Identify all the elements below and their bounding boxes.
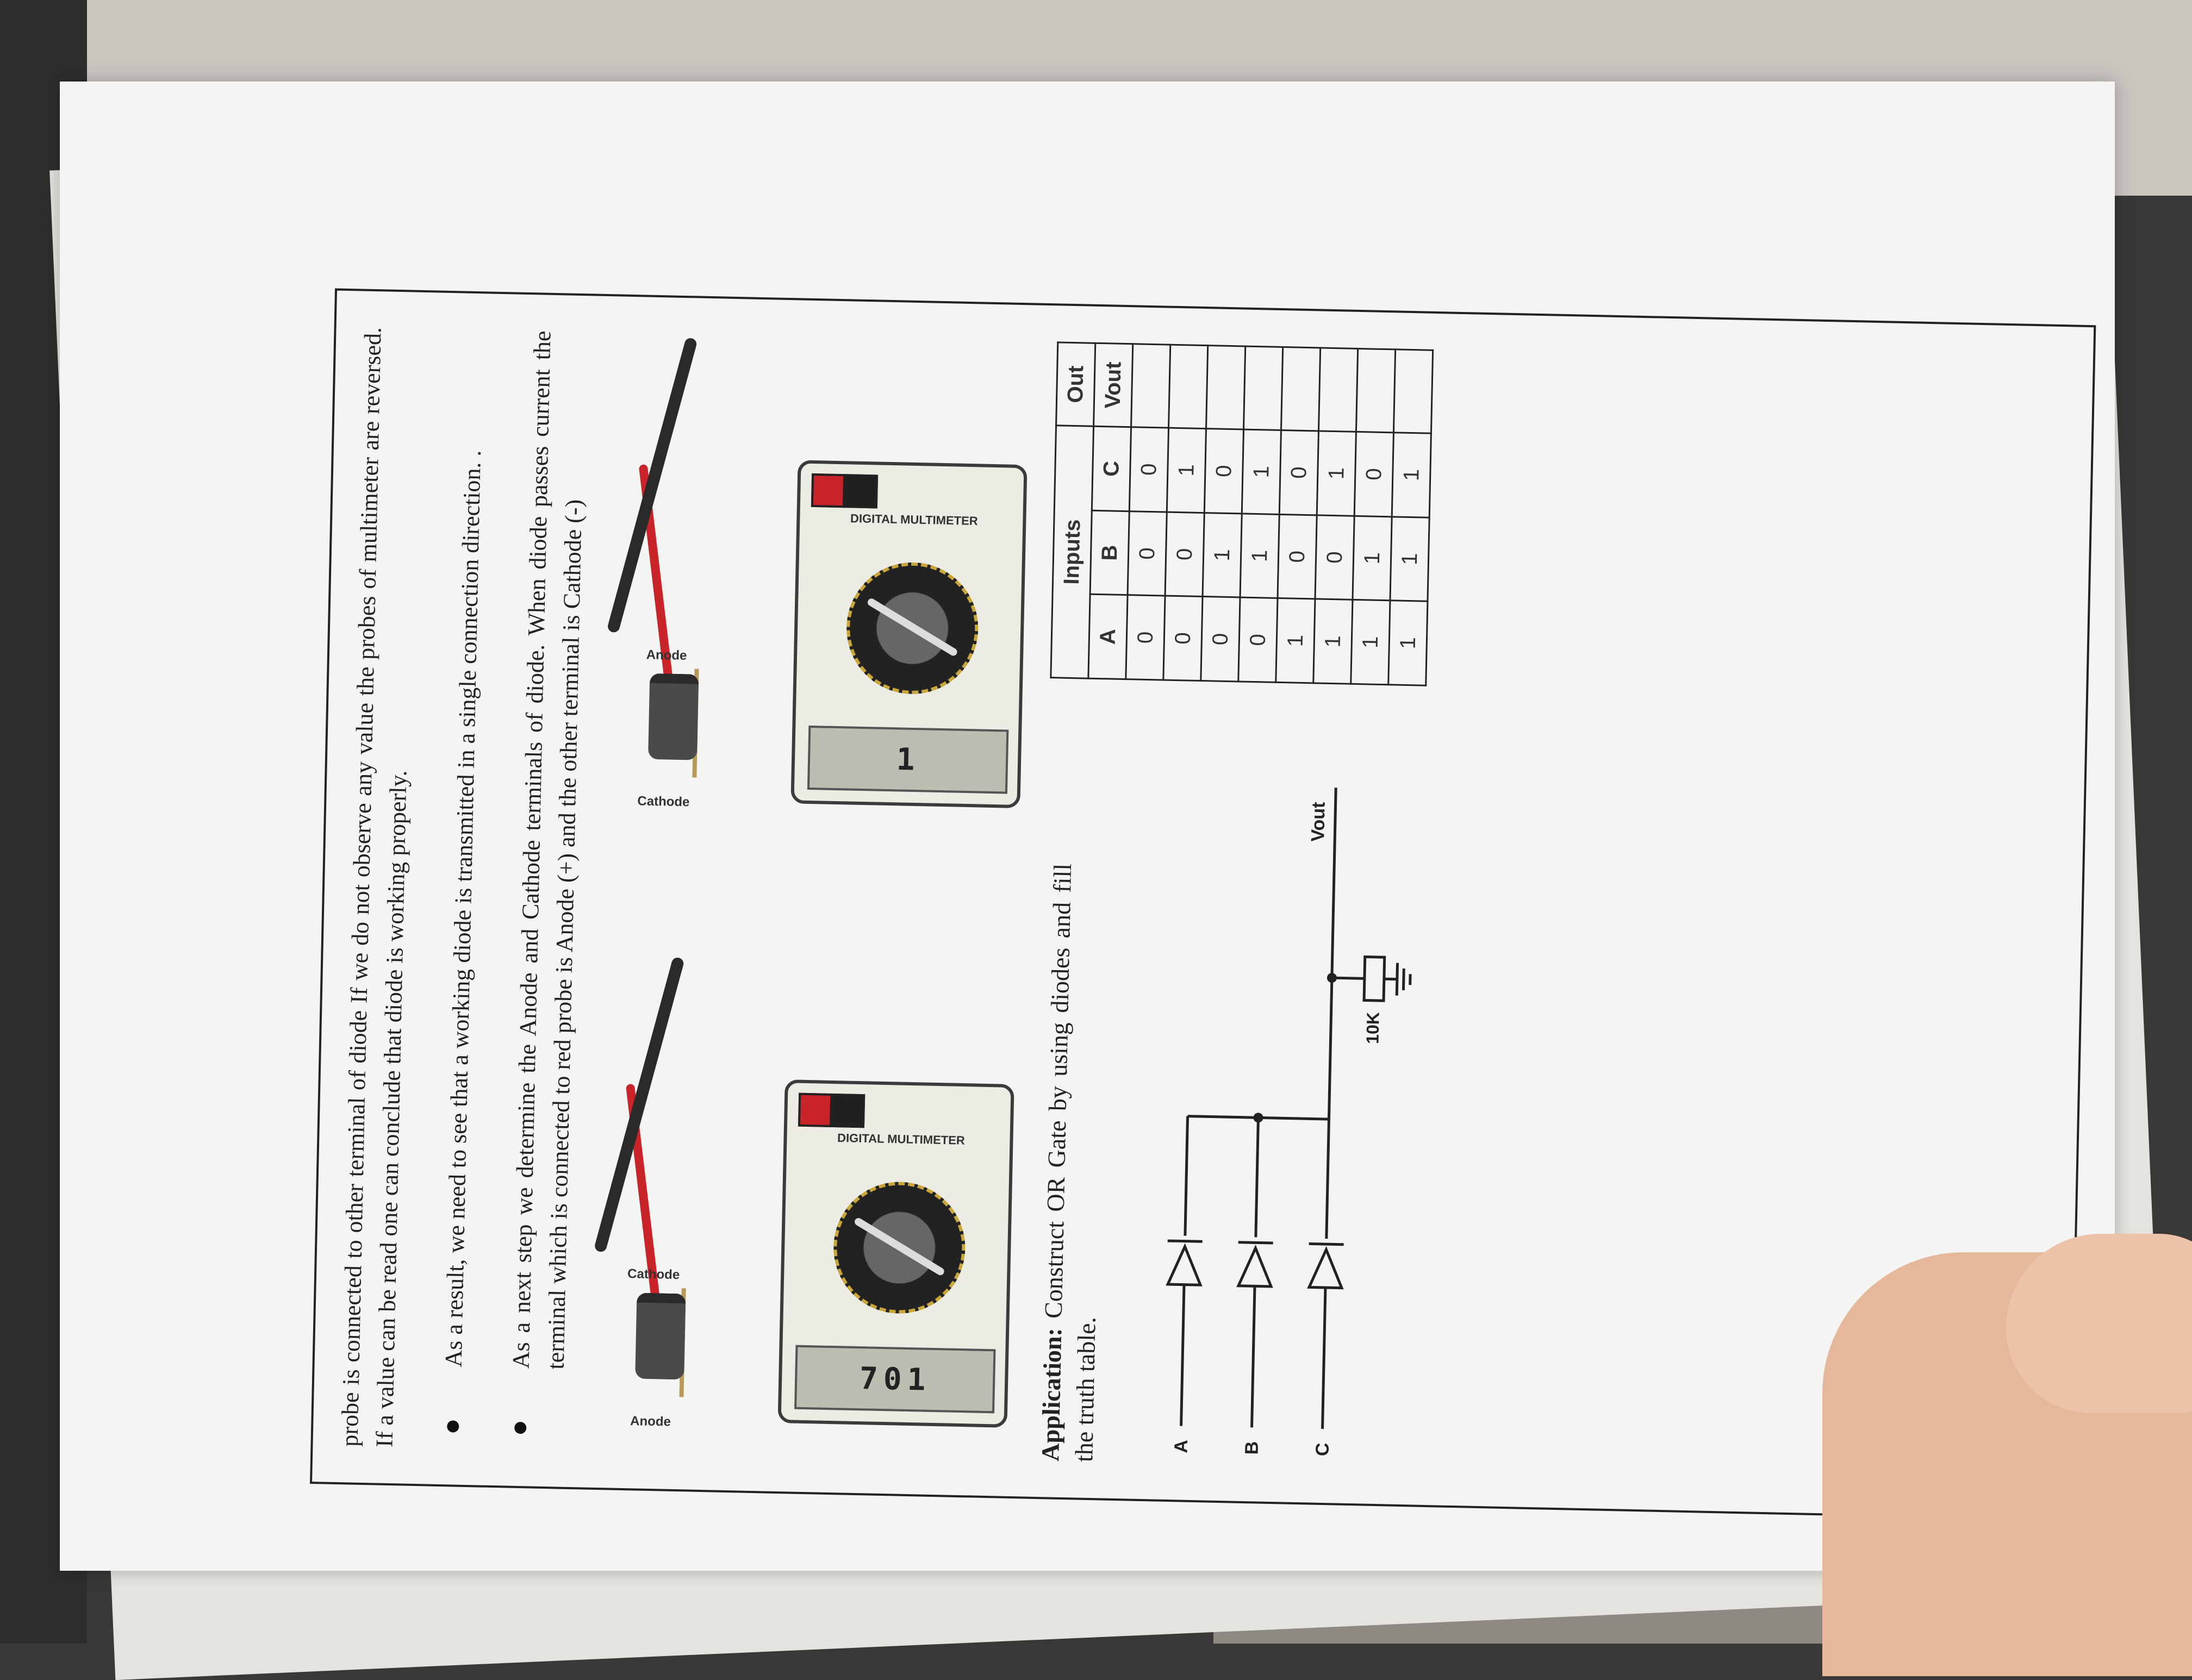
cell-a: 0 xyxy=(1126,595,1165,680)
com-jack-icon xyxy=(844,474,878,508)
output-label: Vout xyxy=(1307,802,1329,842)
multimeter-figures: Anode Cathode 701 DIGITAL MULTIMETER xyxy=(604,333,1041,1460)
probe-label-cathode: Cathode xyxy=(637,794,690,810)
out-group-header: Out xyxy=(1056,342,1095,426)
col-header-c: C xyxy=(1092,426,1131,511)
cell-b: 0 xyxy=(1278,514,1317,599)
bullet-item: As a result, we need to see that a worki… xyxy=(434,329,493,1449)
cell-a: 1 xyxy=(1388,601,1428,685)
cell-vout[interactable] xyxy=(1244,346,1283,430)
cell-vout[interactable] xyxy=(1356,348,1395,432)
input-label-a: A xyxy=(1171,1440,1192,1453)
col-header-b: B xyxy=(1090,510,1129,595)
application-text: Application: Construct OR Gate by using … xyxy=(1033,863,1113,1462)
brand-label: DIGITAL MULTIMETER xyxy=(832,508,996,533)
black-lead-wire xyxy=(594,956,685,1253)
diode-icon xyxy=(648,673,699,760)
application-section: Application: Construct OR Gate by using … xyxy=(1033,341,1437,1469)
cell-a: 1 xyxy=(1351,600,1390,685)
cell-c: 1 xyxy=(1242,429,1281,514)
cell-c: 0 xyxy=(1204,429,1243,514)
red-jack-icon xyxy=(798,1093,832,1127)
col-header-vout: Vout xyxy=(1094,343,1133,427)
bullet-text: As a result, we need to see that a worki… xyxy=(440,450,486,1367)
bullet-icon xyxy=(447,1420,459,1432)
cell-c: 1 xyxy=(1167,428,1206,513)
dial-pointer xyxy=(853,1216,945,1276)
inputs-group-header: Inputs xyxy=(1051,426,1094,678)
cell-c: 1 xyxy=(1317,431,1356,516)
multimeter-icon: 701 DIGITAL MULTIMETER xyxy=(778,1079,1014,1428)
display-value: 701 xyxy=(859,1361,931,1398)
bullet-item: As a next step we determine the Anode an… xyxy=(502,330,595,1451)
multimeter-figure-left: Anode Cathode 701 DIGITAL MULTIMETER xyxy=(605,887,1018,1428)
cell-c: 0 xyxy=(1129,427,1168,512)
cell-b: 0 xyxy=(1315,515,1354,600)
black-lead-wire xyxy=(607,337,698,634)
red-jack-icon xyxy=(811,473,845,508)
cell-b: 1 xyxy=(1240,514,1279,598)
junction-dot xyxy=(1253,1113,1263,1122)
paper-sheet: probe is connected to other terminal of … xyxy=(60,82,2115,1571)
probe-label-cathode: Cathode xyxy=(627,1266,680,1283)
cell-vout[interactable] xyxy=(1281,347,1320,431)
cell-b: 0 xyxy=(1165,512,1204,597)
application-heading: Application: xyxy=(1036,1328,1067,1462)
probe-label-anode: Anode xyxy=(630,1414,671,1430)
junction-dot xyxy=(1327,973,1337,983)
brand-label: DIGITAL MULTIMETER xyxy=(819,1127,983,1152)
cell-a: 1 xyxy=(1276,598,1315,683)
cell-b: 1 xyxy=(1353,516,1392,601)
input-label-c: C xyxy=(1312,1442,1333,1456)
resistor-label: 10K xyxy=(1362,1012,1383,1044)
dial-knob-icon xyxy=(845,561,980,695)
dial-pointer xyxy=(866,597,958,657)
cell-b: 1 xyxy=(1203,513,1242,597)
bullet-list: As a result, we need to see that a worki… xyxy=(434,329,595,1451)
thumb xyxy=(2006,1234,2192,1413)
cell-a: 0 xyxy=(1238,597,1278,682)
input-label-b: B xyxy=(1242,1441,1263,1454)
cell-vout[interactable] xyxy=(1131,344,1170,428)
cell-c: 0 xyxy=(1354,432,1393,516)
or-gate-circuit-diagram: A B C 10K Vout xyxy=(1120,757,1418,1469)
cell-c: 1 xyxy=(1392,433,1431,517)
bullet-text: As a next step we determine the Anode an… xyxy=(508,330,588,1370)
multimeter-display: 1 xyxy=(807,726,1008,794)
col-header-a: A xyxy=(1088,595,1128,679)
display-value: 1 xyxy=(896,742,920,778)
cell-vout[interactable] xyxy=(1169,345,1208,428)
cell-a: 1 xyxy=(1313,599,1353,684)
com-jack-icon xyxy=(831,1094,865,1128)
page-frame: probe is connected to other terminal of … xyxy=(310,288,2096,1520)
cell-a: 0 xyxy=(1163,596,1203,680)
diode-icon xyxy=(635,1293,686,1380)
page-content: probe is connected to other terminal of … xyxy=(332,327,1437,1469)
cell-vout[interactable] xyxy=(1393,349,1433,433)
probe-label-anode: Anode xyxy=(646,647,687,664)
cell-vout[interactable] xyxy=(1318,348,1357,432)
bullet-icon xyxy=(514,1422,526,1434)
multimeter-figure-right: Cathode Anode 1 DIGITAL MULTIMETER xyxy=(618,267,1031,808)
dial-knob-icon xyxy=(832,1181,967,1315)
cell-c: 0 xyxy=(1279,430,1318,515)
multimeter-icon: 1 DIGITAL MULTIMETER xyxy=(790,460,1027,808)
cell-b: 0 xyxy=(1128,511,1167,596)
multimeter-display: 701 xyxy=(794,1345,995,1414)
cell-vout[interactable] xyxy=(1206,346,1246,429)
cell-a: 0 xyxy=(1201,597,1240,682)
cell-b: 1 xyxy=(1390,517,1429,602)
